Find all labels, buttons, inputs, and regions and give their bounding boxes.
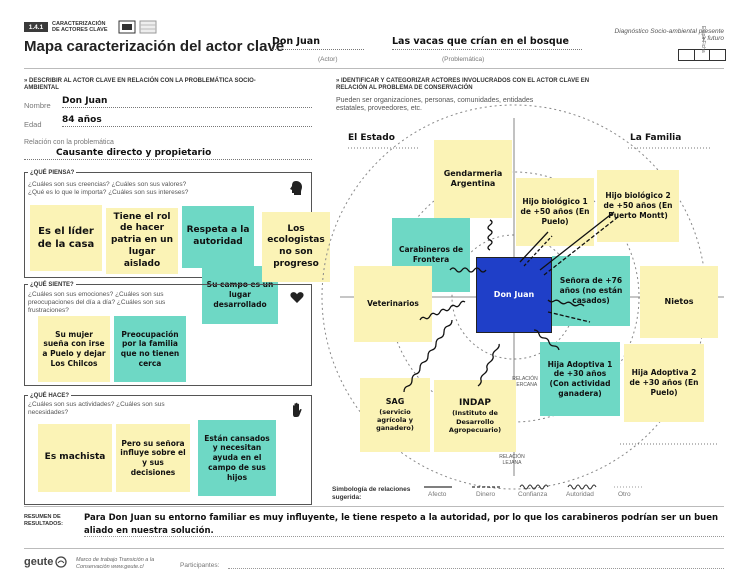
brand-name: geute <box>24 556 54 568</box>
quadrant-left-label: El Estado <box>348 133 395 143</box>
participants-line <box>228 568 724 569</box>
head-icon <box>289 180 303 201</box>
hand-icon <box>290 402 304 423</box>
legend-confianza-line <box>519 484 549 490</box>
legend-title: Simbología de relaciones sugerida: <box>332 486 411 501</box>
think-prompt: ¿Cuáles son sus creencias? ¿Cuáles son s… <box>28 181 189 196</box>
actor-hija-2: Hija Adoptiva 2 de +30 años (En Puelo) <box>624 344 704 422</box>
actor-hija-1: Hija Adoptiva 1 de +30 años (Con activid… <box>540 342 620 416</box>
center-actor: Don Juan <box>476 257 552 333</box>
participants-label: Participantes: <box>180 562 220 569</box>
name-label: Nombre <box>24 101 51 110</box>
actor-label: (Actor) <box>318 56 338 63</box>
right-subtitle: Pueden ser organizaciones, personas, com… <box>336 97 534 112</box>
name-value: Don Juan <box>62 96 312 108</box>
think-note-3: Respeta a la autoridad <box>182 206 254 268</box>
summary-line <box>84 536 724 537</box>
actor-indap: INDAP (Instituto de Desarrollo Agropecua… <box>434 380 516 452</box>
do-title: ¿QUÉ HACE? <box>28 393 71 400</box>
feel-note-2: Su mujer sueña con irse a Puelo y dejar … <box>38 316 110 382</box>
think-note-4: Los ecologistas no son progreso <box>262 212 330 282</box>
feel-title: ¿QUÉ SIENTE? <box>28 282 76 289</box>
actor-nietos: Nietos <box>640 266 718 338</box>
problem-value: Las vacas que crían en el bosque <box>392 36 582 50</box>
actor-hijo-1: Hijo biológico 1 de +50 años (En Puelo) <box>516 178 594 246</box>
indap-subtitle: (Instituto de Desarrollo Agropecuario) <box>448 409 502 435</box>
right-section-title: » IDENTIFICAR Y CATEGORIZAR ACTORES INVO… <box>336 78 590 91</box>
page-title: Mapa caracterización del actor clave <box>24 38 285 55</box>
summary-text: Para Don Juan su entorno familiar es muy… <box>84 513 719 536</box>
do-box <box>24 395 312 505</box>
think-note-2: Tiene el rol de hacer patria en un lugar… <box>106 208 178 274</box>
feel-prompt: ¿Cuáles son sus emociones? ¿Cuáles son s… <box>28 291 166 314</box>
relation-value: Causante directo y propietario <box>24 148 312 160</box>
legend-afecto: Afecto <box>428 491 447 498</box>
quadrant-right-label: La Familia <box>630 133 682 143</box>
summary-label: RESUMEN DE RESULTADOS: <box>24 514 63 527</box>
brand-logo: geute <box>24 556 67 568</box>
header-divider <box>24 68 724 69</box>
actor-veterinarios: Veterinarios <box>354 266 432 342</box>
summary-divider <box>24 506 724 507</box>
footer-divider <box>24 548 724 549</box>
legend-otro: Otro <box>618 491 631 498</box>
top-right-title: Diagnóstico Socio-ambiental presente y f… <box>614 28 724 42</box>
indap-title: INDAP <box>459 397 491 408</box>
legend-dinero: Dinero <box>476 491 496 498</box>
legend: Afecto Dinero Confianza Autoridad Otro <box>418 481 668 501</box>
do-note-2: Pero su señora influye sobre el y sus de… <box>116 424 190 492</box>
header: 1.4.1 CARACTERIZACIÓN DE ACTORES CLAVE M… <box>0 0 744 70</box>
heart-icon <box>290 291 304 309</box>
stage-boxes <box>678 49 727 61</box>
legend-confianza: Confianza <box>518 491 548 498</box>
age-value: 84 años <box>62 115 312 127</box>
left-section-title: » DESCRIBIR AL ACTOR CLAVE EN RELACIÓN C… <box>24 78 256 91</box>
section-badge: 1.4.1 <box>24 22 48 32</box>
do-note-3: Están cansados y necesitan ayuda en el c… <box>198 420 276 496</box>
footer-credit: Marco de trabajo Transición a la Conserv… <box>76 557 155 570</box>
legend-autoridad: Autoridad <box>566 491 594 498</box>
sag-subtitle: (servicio agrícola y ganadero) <box>376 407 414 433</box>
actor-gendarmeria: Gendarmeria Argentina <box>434 140 512 218</box>
relation-far-label: RELACIÓN LEJANA <box>499 454 525 466</box>
sag-title: SAG <box>385 397 405 407</box>
feel-box <box>24 284 312 386</box>
think-title: ¿QUÉ PIENSA? <box>28 170 77 177</box>
age-label: Edad <box>24 120 42 129</box>
feel-note-3: Preocupación por la familia que no tiene… <box>114 316 186 382</box>
actor-value: Don Juan <box>272 36 364 50</box>
think-note-1: Es el líder de la casa <box>30 205 102 271</box>
actor-senora: Señora de +76 años (no están casados) <box>552 256 630 326</box>
relation-label: Relación con la problemática <box>24 139 114 146</box>
legend-autoridad-line <box>567 484 597 490</box>
do-prompt: ¿Cuáles son sus actividades? ¿Cuáles son… <box>28 401 165 416</box>
pattern-icon <box>118 20 158 34</box>
actor-sag: SAG (servicio agrícola y ganadero) <box>360 378 430 452</box>
relation-near-label: RELACIÓN CERCANA <box>512 376 538 388</box>
problem-label: (Problemática) <box>442 56 485 63</box>
actor-hijo-2: Hijo biológico 2 de +50 años (En Puerto … <box>597 170 679 242</box>
badge-number: 1.4.1 <box>28 23 44 31</box>
brand-mark-icon <box>55 556 67 568</box>
do-note-1: Es machista <box>38 424 112 492</box>
badge-subtitle: CARACTERIZACIÓN DE ACTORES CLAVE <box>52 21 108 33</box>
